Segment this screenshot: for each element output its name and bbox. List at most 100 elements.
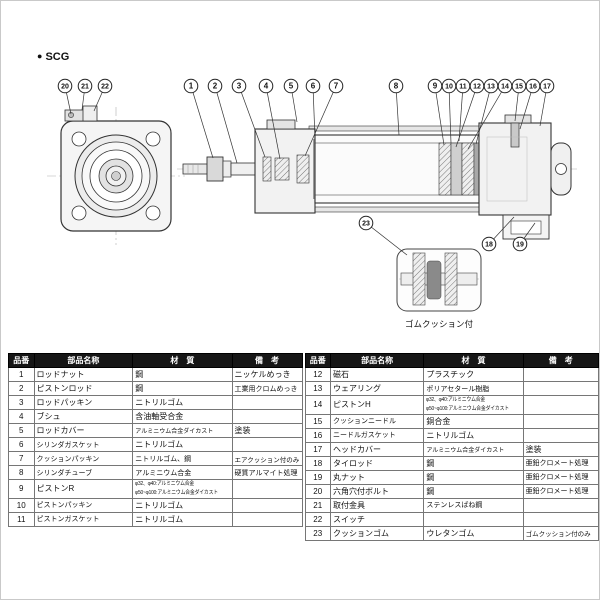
part-number: 9 — [8, 479, 35, 499]
part-name: ロッドカバー — [33, 423, 134, 438]
piston-h — [461, 142, 475, 196]
part-name: ピストンガスケット — [33, 511, 134, 527]
part-name: 丸ナット — [330, 469, 425, 485]
cushion-detail-view: ゴムクッション付 — [396, 248, 482, 329]
part-number: 21 — [304, 497, 332, 513]
part-remark — [231, 511, 303, 527]
part-number: 10 — [8, 497, 35, 513]
part-number: 13 — [304, 381, 332, 396]
part-remark — [231, 479, 303, 499]
column-header: 品番 — [8, 353, 35, 368]
balloon-circle — [77, 78, 93, 94]
balloon-number: 17 — [543, 84, 551, 91]
balloon-number: 22 — [101, 84, 109, 91]
part-remark — [522, 381, 599, 396]
part-number: 16 — [304, 427, 332, 443]
balloon-circle — [358, 215, 374, 231]
end-clevis — [550, 142, 572, 196]
balloon-circle — [481, 236, 497, 252]
switch-bracket — [64, 105, 98, 122]
part-number: 20 — [304, 483, 332, 499]
callout-6: 6 — [305, 78, 321, 140]
tie-rod-hole — [145, 131, 161, 147]
tie-rod-top — [308, 125, 486, 132]
material-line: φ32、φ40:アルミニウム合金 — [135, 481, 195, 487]
balloon-number: 3 — [237, 82, 242, 91]
part-name: 磁石 — [330, 367, 425, 382]
part-remark — [522, 497, 599, 513]
callout-14: 14 — [467, 78, 513, 150]
part-material: アルミニウム合金ダイカスト — [132, 423, 233, 438]
part-name: シリンダチューブ — [33, 465, 134, 480]
part-material: 鋼 — [132, 381, 233, 396]
balloon-number: 14 — [501, 84, 509, 91]
part-remark — [522, 395, 599, 415]
callout-5: 5 — [283, 78, 299, 123]
balloon-circle — [305, 78, 321, 94]
series-label: ●SCG — [37, 51, 69, 63]
part-remark — [231, 497, 303, 513]
tie-rod-hole — [71, 131, 87, 147]
part-name: ロッドナット — [33, 367, 134, 382]
callout-15: 15 — [511, 78, 527, 122]
detail-piston-left — [412, 252, 426, 306]
callout-20: 20 — [57, 78, 73, 115]
bushing — [274, 157, 290, 181]
column-header: 部品名称 — [330, 353, 425, 368]
balloon-circle — [97, 78, 113, 94]
part-name: シリンダガスケット — [33, 437, 134, 452]
callout-2: 2 — [207, 78, 238, 164]
part-remark — [231, 437, 303, 452]
balloon-number: 6 — [311, 82, 316, 91]
part-number: 8 — [8, 465, 35, 480]
foot-bracket — [502, 214, 550, 240]
part-material: 鋼 — [423, 469, 524, 485]
part-material: ポリアセタール樹脂 — [423, 381, 524, 396]
balloon-number: 5 — [289, 82, 294, 91]
head-cover-port — [504, 114, 532, 124]
part-remark: ニッケルめっき — [231, 367, 303, 382]
part-material: 鋼 — [423, 483, 524, 499]
callout-22: 22 — [93, 78, 113, 112]
front-view — [47, 105, 185, 245]
rod-center — [111, 171, 121, 181]
callout-17: 17 — [539, 78, 555, 127]
part-name: クッションパッキン — [33, 451, 134, 466]
part-material: ニトリルゴム、鋼 — [132, 451, 233, 466]
detail-piston-right — [444, 252, 458, 306]
material-line: φ32、φ40:アルミニウム合金 — [426, 397, 486, 403]
part-remark — [231, 409, 303, 424]
clevis-hole — [555, 163, 567, 175]
part-name: ピストンロッド — [33, 381, 134, 396]
column-header: 品番 — [304, 353, 332, 368]
balloon-number: 18 — [485, 242, 493, 249]
column-header: 備 考 — [522, 353, 599, 368]
part-number: 17 — [304, 441, 332, 457]
part-number: 15 — [304, 413, 332, 429]
balloon-number: 16 — [529, 84, 537, 91]
part-name: ヘッドカバー — [330, 441, 425, 457]
part-name: クッションゴム — [330, 525, 425, 541]
part-name: 取付金具 — [330, 497, 425, 513]
callout-7: 7 — [304, 78, 344, 157]
balloon-number: 21 — [81, 84, 89, 91]
part-remark: 亜鉛クロメート処理 — [522, 469, 599, 485]
part-name: クッションニードル — [330, 413, 425, 429]
part-name: ニードルガスケット — [330, 427, 425, 443]
part-name: タイロッド — [330, 455, 425, 471]
part-material: 鋼 — [132, 367, 233, 382]
balloon-number: 13 — [487, 84, 495, 91]
balloon-number: 19 — [516, 242, 524, 249]
